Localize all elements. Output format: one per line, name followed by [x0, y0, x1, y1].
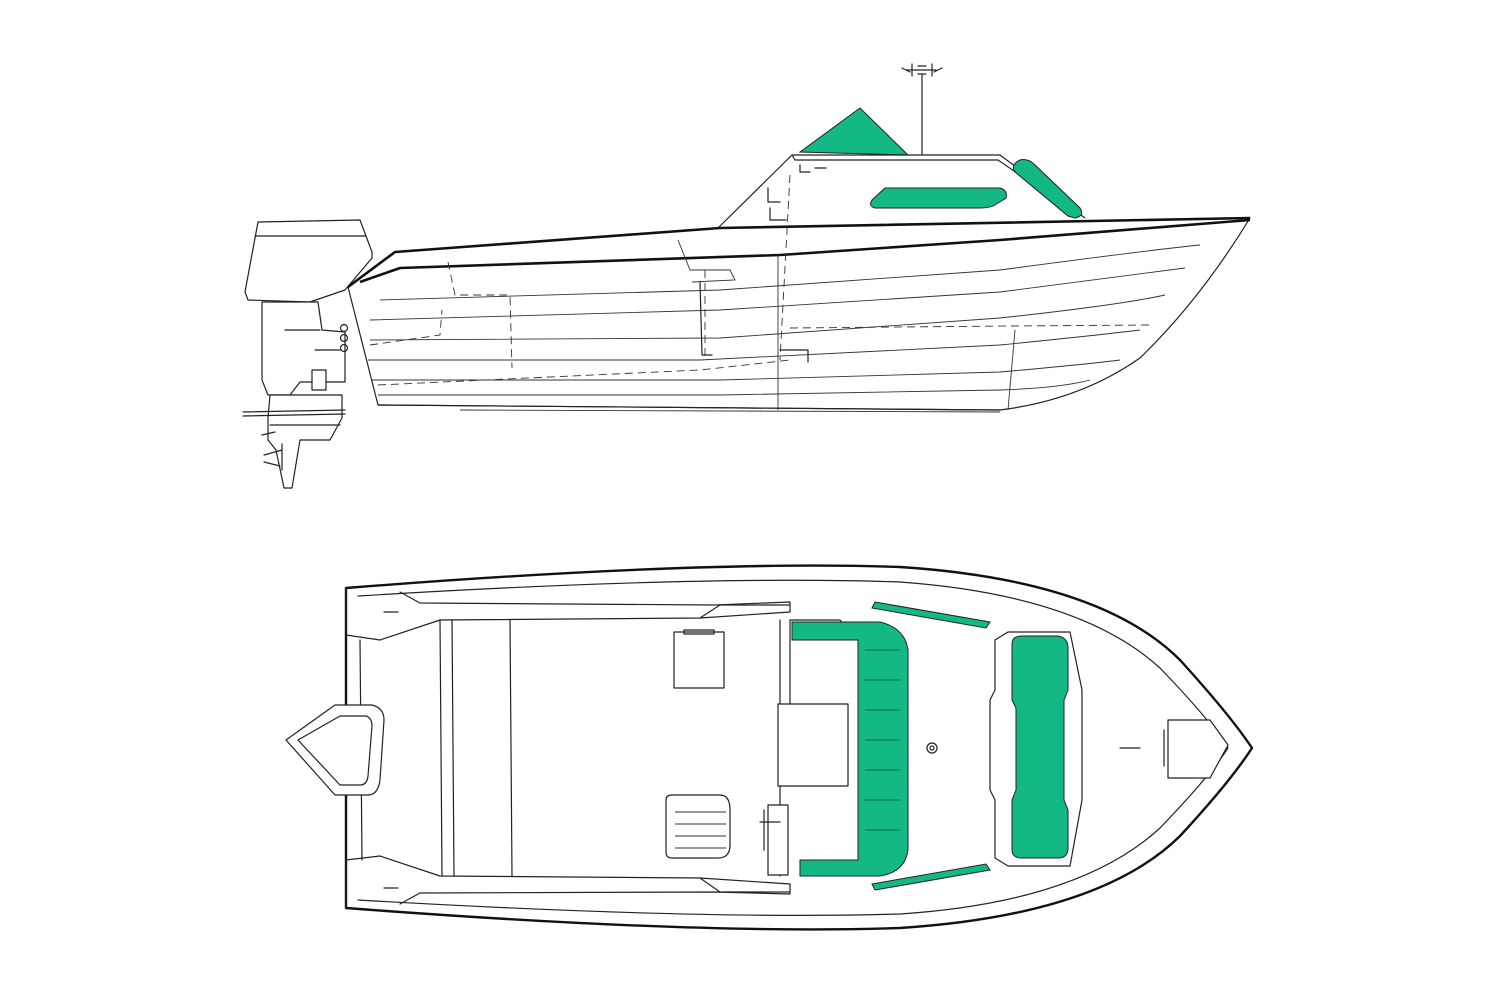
side-elevation-view — [242, 63, 1251, 489]
plan-view — [285, 564, 1254, 931]
engine-well — [285, 704, 385, 796]
outboard-motor — [242, 219, 373, 489]
helm-seat — [665, 794, 731, 859]
front-cockpit-pad — [791, 621, 909, 877]
bow-seat-frame — [989, 631, 1083, 867]
cabin-side-window — [870, 187, 1007, 209]
hull-side — [347, 154, 1251, 413]
antenna-mast — [901, 63, 943, 156]
bow-seat-pad — [1011, 635, 1069, 859]
gunwale-pad-upper — [871, 601, 991, 629]
gunwale-pad-lower — [871, 863, 991, 891]
windshield-window — [1012, 159, 1083, 219]
roof-front-window — [798, 107, 910, 156]
